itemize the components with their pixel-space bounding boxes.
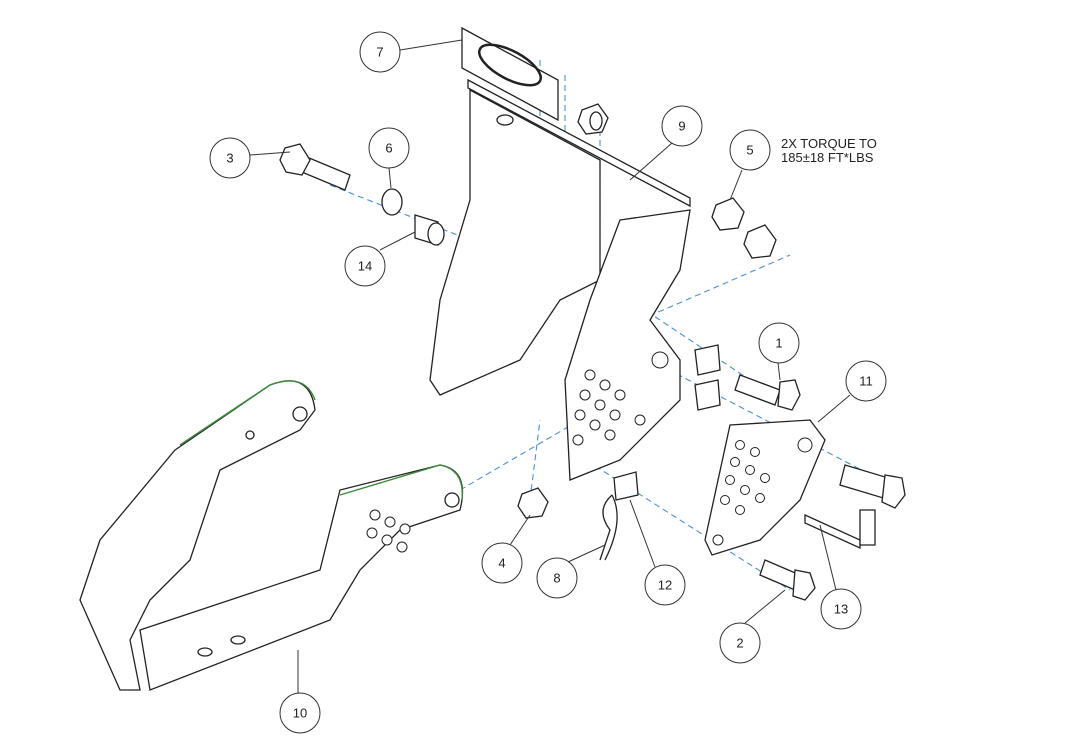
torque-note-line2: 185±18 FT*LBS xyxy=(781,150,874,165)
svg-text:4: 4 xyxy=(498,556,505,571)
callout-14: 14 xyxy=(344,245,386,287)
hair-pin-8 xyxy=(599,494,618,561)
washer-6 xyxy=(381,188,403,216)
leader-lines xyxy=(249,39,851,693)
bolt-2 xyxy=(759,559,816,601)
svg-text:8: 8 xyxy=(553,571,560,586)
spacer-bar xyxy=(467,78,691,208)
torque-note: 2X TORQUE TO 185±18 FT*LBS xyxy=(781,137,877,165)
callout-10: 10 xyxy=(279,692,321,734)
decal-plate xyxy=(461,26,559,122)
torque-note-line1: 2X TORQUE TO xyxy=(781,136,877,151)
bolt-3 xyxy=(279,143,351,191)
callout-5: 5 xyxy=(729,129,771,171)
svg-text:11: 11 xyxy=(859,374,873,389)
callout-9: 9 xyxy=(661,105,703,147)
bushing-14 xyxy=(414,214,445,246)
svg-text:1: 1 xyxy=(775,336,782,351)
callout-3: 3 xyxy=(209,137,251,179)
nut-4 xyxy=(517,487,549,519)
callout-2: 2 xyxy=(719,622,761,664)
mount-plate-rear xyxy=(429,88,601,396)
svg-text:3: 3 xyxy=(226,151,233,166)
bolt-1 xyxy=(734,374,801,411)
callout-bubbles: 7 3 6 14 9 5 1 11 4 8 12 2 13 10 xyxy=(209,31,887,734)
svg-text:7: 7 xyxy=(376,45,383,60)
svg-text:9: 9 xyxy=(678,119,685,134)
svg-text:14: 14 xyxy=(358,259,372,274)
bushing-pair xyxy=(694,344,721,411)
callout-8: 8 xyxy=(536,557,578,599)
callout-1: 1 xyxy=(758,322,800,364)
svg-text:5: 5 xyxy=(746,143,753,158)
callout-6: 6 xyxy=(368,127,410,169)
mount-plate-front xyxy=(564,209,691,481)
nut-top xyxy=(577,103,609,135)
svg-text:13: 13 xyxy=(834,602,848,617)
svg-text:12: 12 xyxy=(658,578,672,593)
callout-4: 4 xyxy=(481,542,523,584)
bushing-12 xyxy=(613,471,639,501)
side-plate xyxy=(704,419,826,556)
svg-text:6: 6 xyxy=(385,141,392,156)
nut-5 xyxy=(711,197,777,259)
callout-11: 11 xyxy=(845,360,887,402)
plate-hole-pattern xyxy=(572,351,669,446)
svg-text:10: 10 xyxy=(293,706,307,721)
callout-7: 7 xyxy=(359,31,401,73)
callout-13: 13 xyxy=(820,588,862,630)
pivot-arm xyxy=(79,380,464,691)
svg-text:2: 2 xyxy=(736,636,743,651)
pin-13 xyxy=(804,464,906,550)
callout-12: 12 xyxy=(644,564,686,606)
